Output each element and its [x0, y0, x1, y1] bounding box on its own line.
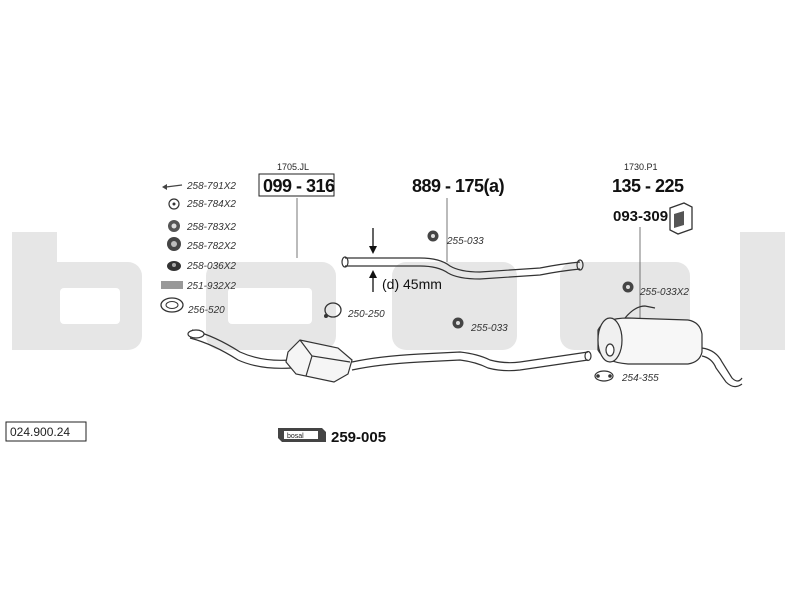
part-code-258-784: 258-784X2: [186, 199, 236, 210]
gasket-icon: [160, 297, 184, 313]
front-pipe-part-number: 099 - 316: [263, 176, 335, 196]
part-code-258-791: 258-791X2: [186, 181, 236, 192]
front-pipe-ref: 1705.JL: [277, 162, 309, 172]
mounting-kit-part-number: 259-005: [331, 429, 386, 446]
mounting-kit-badge: bosal: [278, 428, 326, 442]
middle-pipe-mount-code: 255-033: [446, 236, 484, 247]
rear-rubber-mount-icon: [622, 281, 634, 293]
clamp-icon: [324, 302, 342, 318]
small-parts-list: 258-791X2 258-784X2 258-783X2 258-782X2 …: [160, 181, 236, 316]
silencer-clamp-icon: [594, 370, 614, 382]
clamp-code: 250-250: [347, 309, 385, 320]
silencer-clamp-code: 254-355: [621, 373, 659, 384]
lower-rubber-mount-icon: [452, 317, 464, 329]
middle-pipe: [341, 256, 584, 280]
washer-icon: [168, 198, 180, 210]
catalog-number-box: 024.900.24: [5, 421, 87, 442]
lower-mount-code: 255-033: [470, 323, 508, 334]
part-code-258-036: 258-036X2: [186, 261, 236, 272]
rear-mount-code: 255-033X2: [639, 287, 689, 298]
rear-silencer-ref: 1730.P1: [624, 162, 658, 172]
rubber-ring-icon: [168, 220, 180, 232]
middle-pipe-part-number: 889 - 175(a): [412, 176, 505, 196]
front-pipe-with-catalyst: [187, 329, 592, 383]
part-code-251-932: 251-932X2: [186, 281, 236, 292]
bolt-icon: [162, 184, 183, 190]
part-code-258-782: 258-782X2: [186, 241, 236, 252]
nut-icon: [167, 237, 181, 251]
bracket-icon: [669, 202, 693, 235]
front-pipe-part-box: [258, 173, 335, 197]
rubber-mount-icon: [427, 230, 439, 242]
mounting-kit-badge-text: bosal: [287, 433, 304, 440]
rear-silencer: [597, 305, 743, 388]
flange-nut-icon: [167, 261, 181, 271]
part-code-258-783: 258-783X2: [186, 222, 236, 233]
bracket-part-number: 093-309: [613, 208, 668, 225]
rear-silencer-part-number: 135 - 225: [612, 176, 684, 196]
part-code-256-520: 256-520: [187, 305, 225, 316]
spring-icon: [161, 281, 183, 289]
pipe-diameter-label: (d) 45mm: [382, 276, 442, 292]
catalog-number: 024.900.24: [10, 425, 70, 439]
